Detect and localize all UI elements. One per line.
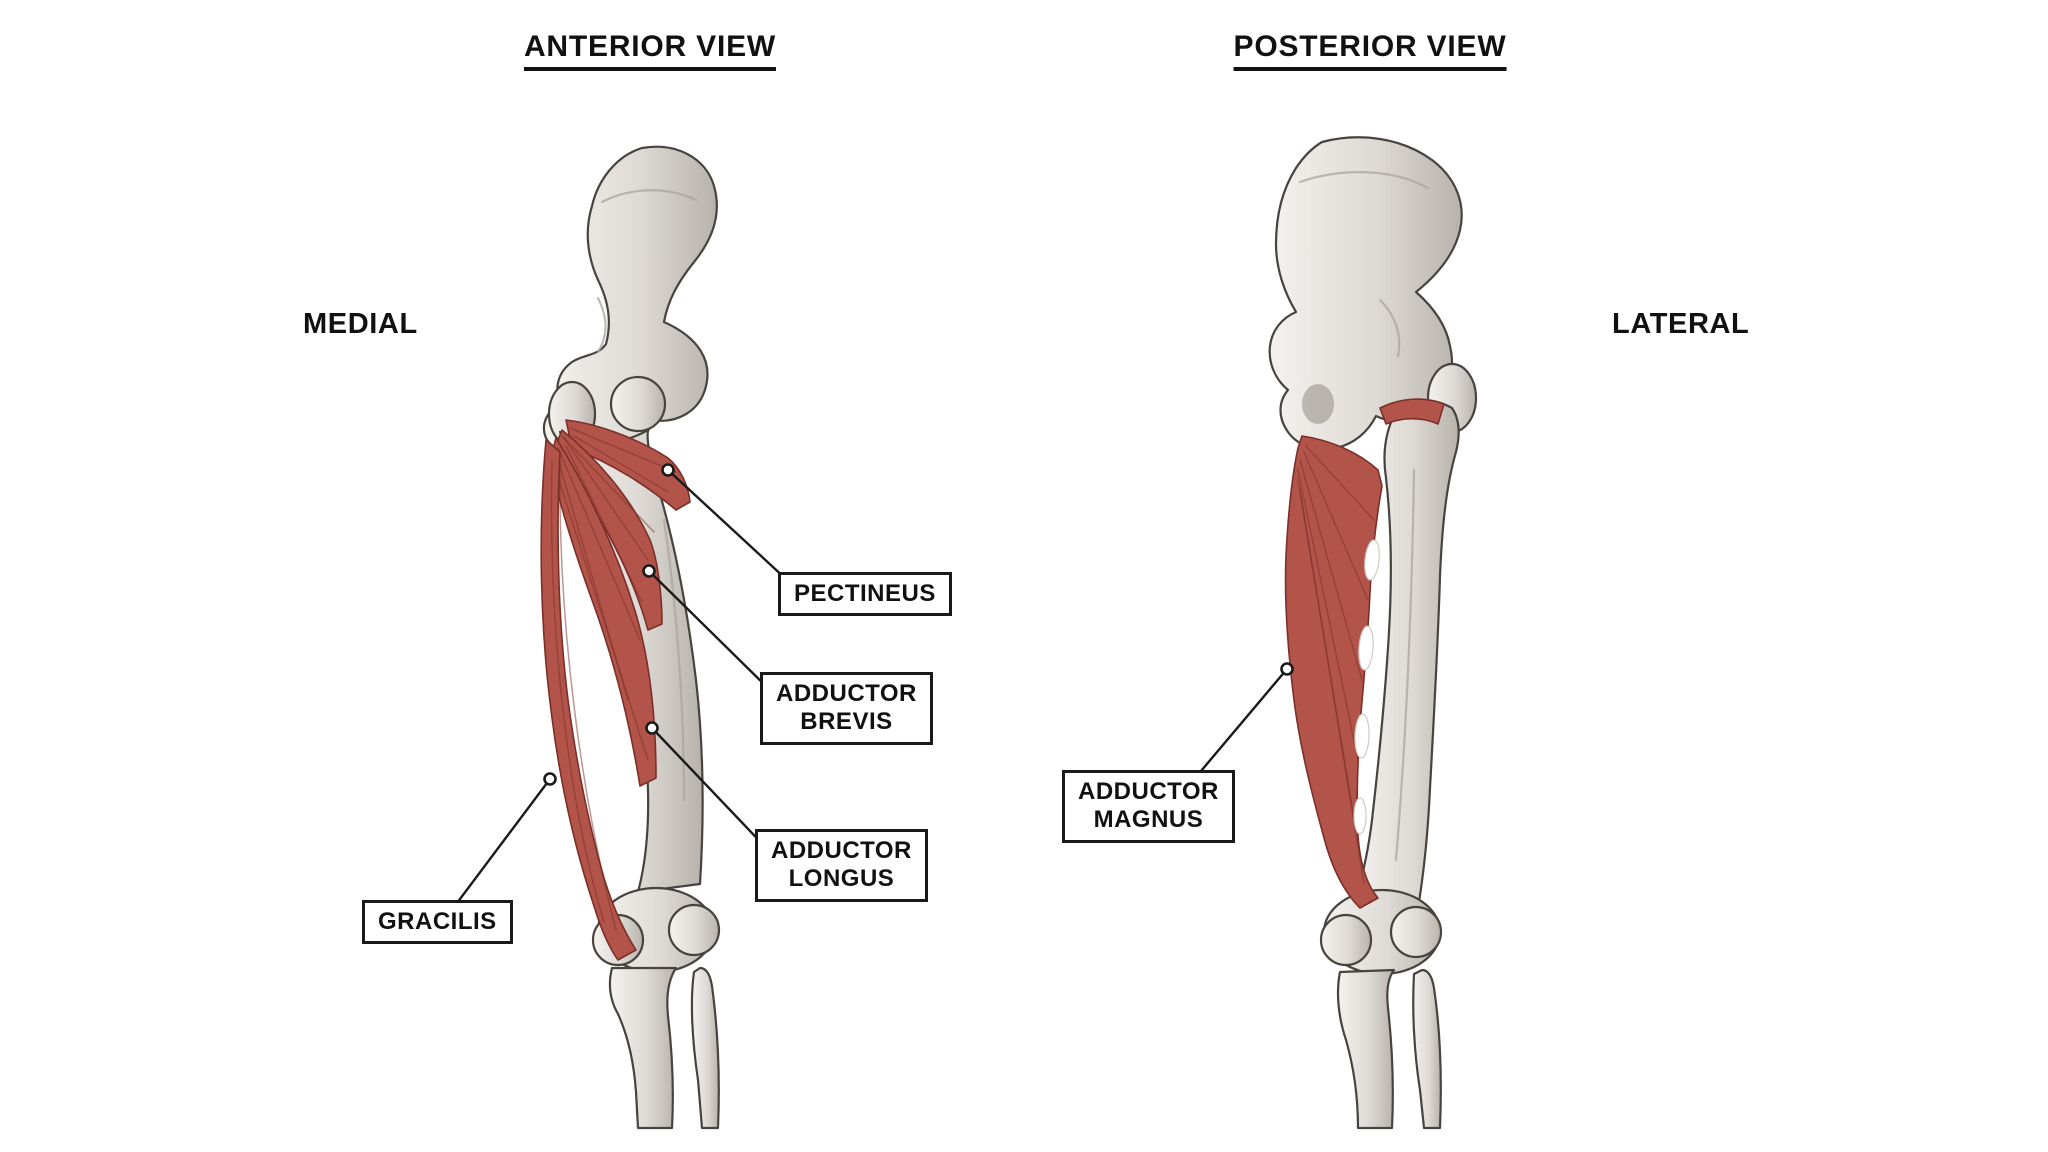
adductor-brevis-leader-line (648, 570, 776, 696)
obturator-shadow (1302, 384, 1334, 424)
adductor-brevis-leader-dot (642, 564, 656, 578)
iliac-crest-line-posterior (1298, 171, 1430, 190)
pectineus-striation (573, 435, 669, 493)
brevis-striation (561, 435, 655, 533)
gracilis-muscle (540, 439, 637, 961)
longus-striation (557, 447, 641, 641)
iliac-crest-line (600, 189, 698, 204)
pelvis-notch-line (596, 296, 607, 354)
tibia-posterior (1336, 968, 1396, 1130)
magnus-striation (1303, 451, 1369, 601)
magnus-striation (1299, 489, 1365, 885)
adductor-magnus-upper-fibers (1379, 398, 1445, 425)
brevis-striation (565, 445, 643, 603)
magnus-hiatus-gap (1353, 797, 1367, 835)
label-adductor-magnus: ADDUCTOR MAGNUS (1062, 770, 1235, 843)
posterior-view-title: POSTERIOR VIEW (1233, 30, 1507, 71)
brevis-striation (563, 437, 649, 561)
medial-label: MEDIAL (303, 308, 418, 340)
gracilis-leader-dot (543, 772, 557, 786)
femur-shaft-posterior (1352, 399, 1460, 910)
adductor-magnus-leader-line (1184, 668, 1288, 791)
gracilis-striation (559, 461, 617, 931)
pelvis-bone-posterior (1268, 136, 1463, 451)
adductor-magnus-muscle (1284, 435, 1383, 909)
magnus-striation (1299, 459, 1363, 681)
fibula-posterior (1412, 968, 1442, 1130)
adductor-longus-leader-dot (645, 721, 659, 735)
fibula-anterior (690, 966, 720, 1130)
lateral-condyle-posterior (1389, 905, 1443, 959)
gracilis-leader-line (447, 778, 551, 916)
longus-striation (551, 457, 649, 761)
femur-shaft-line-posterior (1394, 468, 1416, 862)
anterior-muscles (540, 419, 691, 961)
label-pectineus: PECTINEUS (778, 572, 952, 617)
magnus-hiatus-gap (1358, 625, 1374, 671)
magnus-hiatus-gap (1354, 713, 1370, 759)
lateral-label: LATERAL (1612, 308, 1750, 340)
pectineus-leader-dot (661, 463, 675, 477)
pectineus-striation (569, 427, 677, 473)
tibia-anterior (608, 966, 678, 1130)
femoral-head-anterior (609, 375, 667, 433)
label-adductor-longus: ADDUCTOR LONGUS (755, 829, 928, 902)
posterior-figure (1268, 136, 1478, 1130)
pectineus-leader-line (667, 469, 801, 593)
adductor-magnus-leader-dot (1280, 662, 1294, 676)
posterior-muscles (1284, 398, 1445, 909)
adductor-longus-leader-line (651, 727, 771, 853)
medial-condyle-posterior (1319, 913, 1373, 967)
gracilis-striation (550, 461, 605, 923)
leader-lines (447, 463, 1294, 916)
lateral-condyle-anterior (667, 903, 721, 957)
anterior-view-title: ANTERIOR VIEW (523, 30, 777, 71)
magnus-striation (1297, 469, 1359, 761)
label-gracilis: GRACILIS (362, 900, 513, 945)
label-adductor-brevis: ADDUCTOR BREVIS (760, 672, 933, 745)
magnus-striation (1305, 445, 1375, 521)
anterior-figure (540, 145, 721, 1130)
sciatic-notch-line (1378, 298, 1401, 358)
magnus-hiatus-gap (1364, 539, 1380, 581)
